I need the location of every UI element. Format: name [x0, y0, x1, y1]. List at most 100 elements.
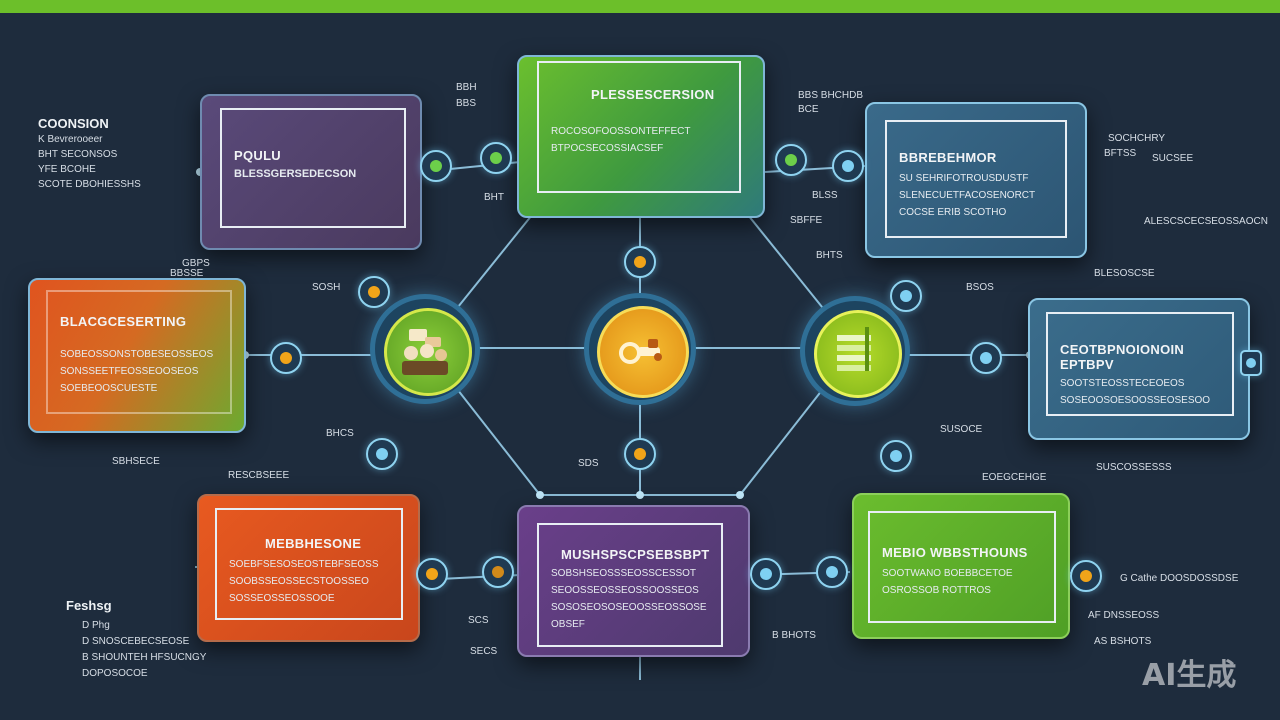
node-dot-icon — [1240, 350, 1262, 376]
card-mid-left: BLACGCESERTING SOBEOSSONSTOBESEOSSEOS SO… — [28, 278, 246, 433]
card-line: BLESSGERSEDECSON — [234, 168, 357, 180]
card-line: SOBSHSEOSSSEOSSCESSOT — [551, 568, 697, 579]
node-dot-icon — [1070, 560, 1102, 592]
stacked-data-icon — [837, 327, 871, 371]
card-line: SOSOSEOSOSEOOSSEOSSOSE — [551, 602, 707, 613]
scatter-label: AS BSHOTS — [1094, 636, 1152, 647]
scatter-label: SOSH — [312, 282, 341, 293]
card-line: OSROSSOB ROTTROS — [882, 585, 991, 596]
card-bottom-right: MEBIO WBBSTHOUNS SOOTWANO BOEBBCETOE OSR… — [852, 493, 1070, 639]
scatter-label: BBS BHCHDB — [798, 90, 864, 101]
bottom-left-item: D Phg — [82, 620, 110, 631]
card-line: SOBEOSSONSTOBESEOSSEOS — [60, 349, 214, 360]
card-line: SOOTSTEOSSTECEOEOS — [1060, 378, 1185, 389]
node-dot-icon — [624, 246, 656, 278]
card-title: PLESSESCERSION — [591, 87, 715, 102]
hub-node-center — [584, 293, 696, 405]
node-dot-icon — [832, 150, 864, 182]
scatter-label: SUSCOSSESSS — [1096, 462, 1172, 473]
scatter-label: SDS — [578, 458, 599, 469]
card-line: SOSSEOSSEOSSOOE — [229, 593, 335, 604]
card-mid-right: CEOTBPNOIONOIN EPTBPV SOOTSTEOSSTECEOEOS… — [1028, 298, 1250, 440]
scatter-label: B BHOTS — [772, 630, 816, 641]
scatter-label: BHCS — [326, 428, 354, 439]
card-line: SOOBSSEOSSECSTOOSSEO — [229, 576, 369, 587]
card-title: MEBIO WBBSTHOUNS — [882, 545, 1028, 560]
scatter-label: BBSSE — [170, 268, 204, 279]
card-top-right: BBREBEHMOR SU SEHRIFOTROUSDUSTF SLENECUE… — [865, 102, 1087, 258]
node-dot-icon — [366, 438, 398, 470]
people-group-icon — [402, 329, 448, 375]
node-dot-icon — [750, 558, 782, 590]
card-title: BBREBEHMOR — [899, 150, 997, 165]
top-accent-bar — [0, 0, 1280, 13]
scatter-label: SUSOCE — [940, 424, 983, 435]
scatter-label: BBS — [456, 98, 477, 109]
card-bottom-center: MUSHSPSCPSEBSBPT SOBSHSEOSSSEOSSCESSOT S… — [517, 505, 750, 657]
scatter-label: G Cathe DOOSDOSSDSE — [1120, 573, 1239, 584]
card-line: SOSEOOSOESOOSSEOSESOO — [1060, 395, 1211, 406]
scatter-label: EOEGCEHGE — [982, 472, 1047, 483]
node-dot-icon — [970, 342, 1002, 374]
node-dot-icon — [482, 556, 514, 588]
scatter-label: BCE — [798, 104, 819, 115]
card-line: SOEBEOOSCUESTE — [60, 383, 158, 394]
node-dot-icon — [624, 438, 656, 470]
scatter-label: SUCSEE — [1152, 153, 1194, 164]
bottom-left-item: B SHOUNTEH HFSUCNGY — [82, 652, 207, 663]
card-line: SU SEHRIFOTROUSDUSTF — [899, 173, 1029, 184]
node-dot-icon — [416, 558, 448, 590]
card-line: OBSEF — [551, 619, 585, 630]
card-line: COCSE ERIB SCOTHO — [899, 207, 1007, 218]
scatter-label: SOCHCHRY — [1108, 133, 1166, 144]
card-bottom-left: MEBBHESONE SOEBFSESOSEOSTEBFSEOSS SOOBSS… — [197, 494, 420, 642]
card-title: PQULU — [234, 148, 281, 163]
card-title: MEBBHESONE — [265, 536, 362, 551]
node-dot-icon — [880, 440, 912, 472]
node-dot-icon — [420, 150, 452, 182]
node-dot-icon — [358, 276, 390, 308]
left-item: K Bevrerooeer — [38, 134, 103, 145]
scatter-label: SCS — [468, 615, 489, 626]
scatter-label: BBH — [456, 82, 477, 93]
hub-node-right — [800, 296, 910, 406]
card-line: SEOOSSEOSSEOSSOOSSEOS — [551, 585, 699, 596]
node-dot-icon — [816, 556, 848, 588]
scatter-label: SBFFE — [790, 215, 823, 226]
node-dot-icon — [270, 342, 302, 374]
watermark: AI生成 — [1142, 658, 1237, 693]
card-line: SOOTWANO BOEBBCETOE — [882, 568, 1013, 579]
node-dot-icon — [775, 144, 807, 176]
card-title: BLACGCESERTING — [60, 314, 187, 329]
card-line: ROCOSOFOOSSONTEFFECT — [551, 126, 691, 137]
left-item: BHT SECONSOS — [38, 149, 118, 160]
card-title: MUSHSPSCPSEBSBPT — [561, 547, 710, 562]
scatter-label: GBPS — [182, 258, 210, 269]
hub-node-left — [370, 294, 480, 404]
scatter-label: AF DNSSEOSS — [1088, 610, 1160, 621]
node-dot-icon — [480, 142, 512, 174]
scatter-label: RESCBSEEE — [228, 470, 290, 481]
scatter-label: BSOS — [966, 282, 994, 293]
scatter-label: BLSS — [812, 190, 838, 201]
scatter-label: SECS — [470, 646, 498, 657]
left-item: SCOTE DBOHIESSHS — [38, 179, 141, 190]
gear-handshake-icon — [619, 339, 662, 364]
card-line: BTPOCSECOSSIACSEF — [551, 143, 664, 154]
scatter-label: BLESOSCSE — [1094, 268, 1155, 279]
card-top-center: PLESSESCERSION ROCOSOFOOSSONTEFFECT BTPO… — [517, 55, 765, 218]
left-heading: COONSION — [38, 116, 109, 131]
scatter-label: SBHSECE — [112, 456, 160, 467]
left-item: YFE BCOHE — [38, 164, 96, 175]
card-line: SONSSEETFEOSSEOOSEOS — [60, 366, 199, 377]
bottom-left-heading: Feshsg — [66, 598, 112, 613]
scatter-label: ALESCSCECSEOSSAOCN — [1144, 216, 1268, 227]
bottom-left-item: DOPOSOCOE — [82, 668, 148, 679]
card-line: SOEBFSESOSEOSTEBFSEOSS — [229, 559, 379, 570]
scatter-label: BHTS — [816, 250, 843, 261]
card-top-left: PQULU BLESSGERSEDECSON — [200, 94, 422, 250]
scatter-label: BHT — [484, 192, 504, 203]
node-dot-icon — [890, 280, 922, 312]
card-title: CEOTBPNOIONOIN EPTBPV — [1060, 342, 1185, 372]
bottom-left-item: D SNOSCEBECSEOSE — [82, 636, 190, 647]
